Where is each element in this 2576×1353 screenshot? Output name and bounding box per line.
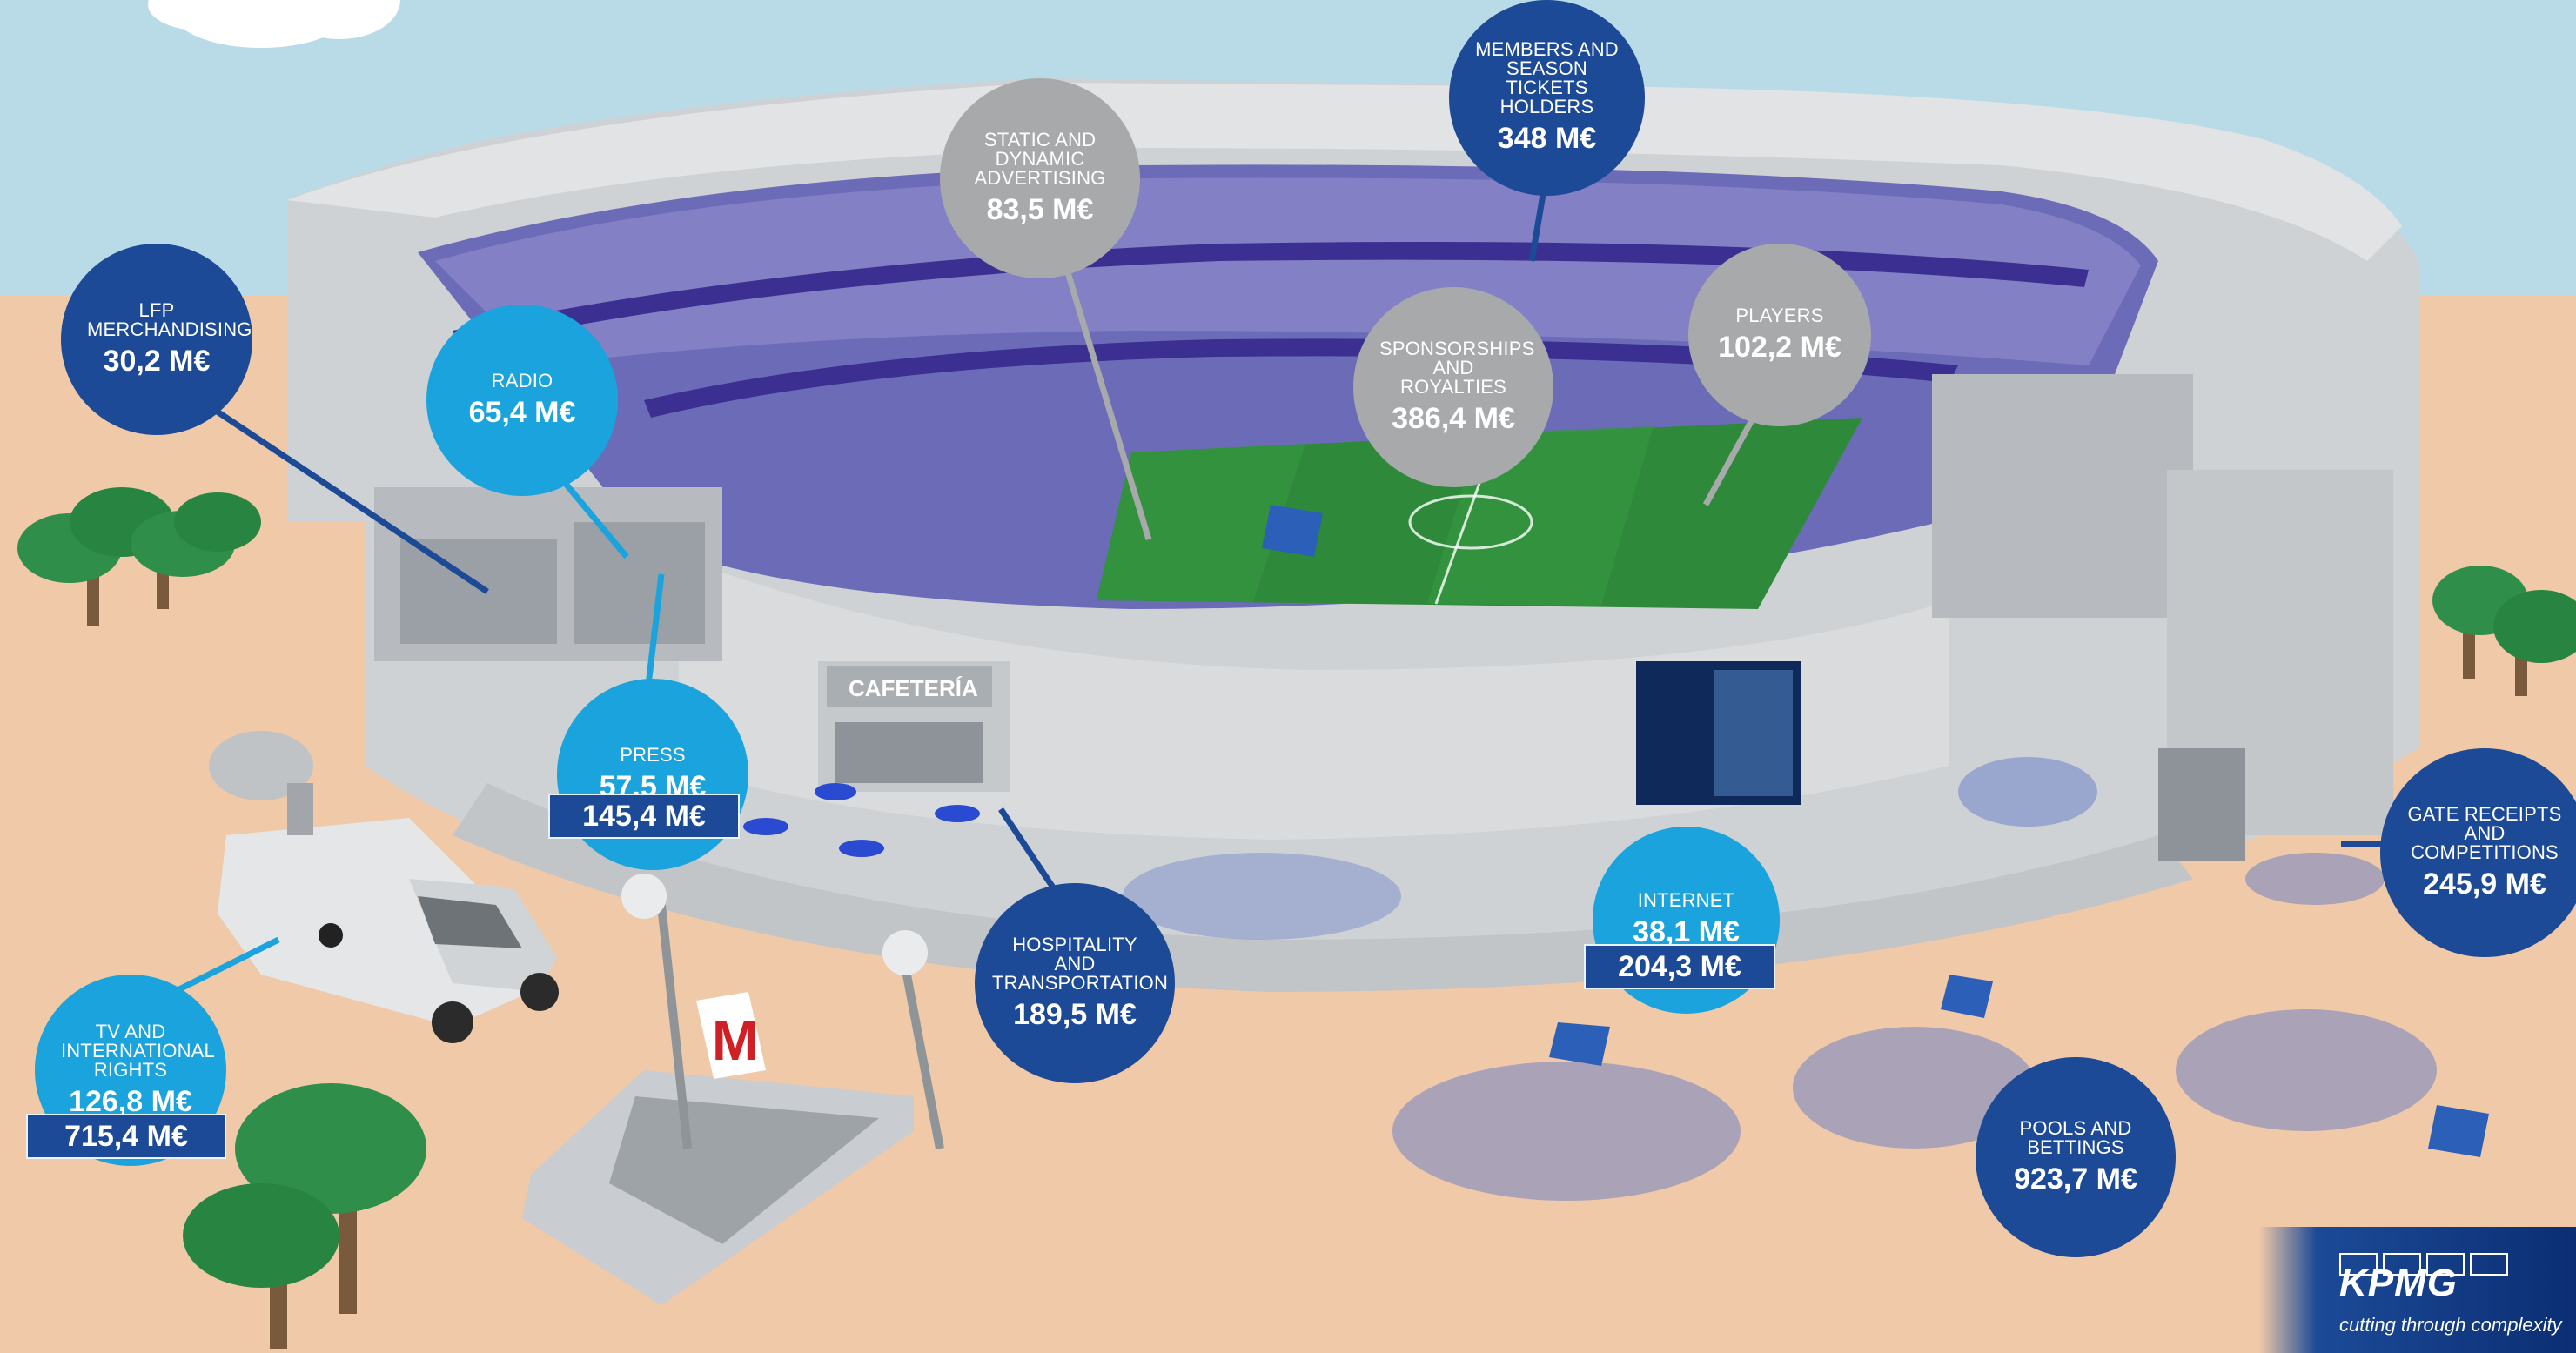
gate-receipts-label: GATE RECEIPTS AND COMPETITIONS	[2407, 802, 2562, 863]
pools-value: 923,7 M€	[2014, 1162, 2137, 1196]
hospitality-value: 189,5 M€	[1013, 997, 1137, 1031]
kpmg-logo-boxes-icon	[2339, 1253, 2508, 1276]
press-label: PRESS	[620, 743, 686, 766]
radio-value: 65,4 M€	[468, 395, 576, 429]
static-advertising-bubble: STATIC AND DYNAMIC ADVERTISING 83,5 M€	[940, 78, 1140, 278]
lfp-merchandising-label: LFP MERCHANDISING	[87, 298, 252, 340]
hospitality-label: HOSPITALITY AND TRANSPORTATION	[992, 933, 1169, 994]
sponsorships-value: 386,4 M€	[1392, 401, 1515, 435]
tree-group-right-icon	[2432, 566, 2576, 696]
players-value: 102,2 M€	[1718, 330, 1841, 364]
static-advertising-label: STATIC AND DYNAMIC ADVERTISING	[974, 128, 1106, 189]
tree-group-left-icon	[17, 487, 261, 626]
kpmg-logo: KPMG cutting through complexity	[2259, 1227, 2576, 1353]
advertising-ring-upper	[453, 242, 2089, 348]
tv-rights-label: TV AND INTERNATIONAL RIGHTS	[61, 1020, 215, 1081]
press-total-tag: 145,4 M€	[548, 794, 740, 839]
kpmg-logo-text: KPMG	[2339, 1262, 2458, 1304]
internet-label: INTERNET	[1637, 889, 1735, 911]
pools-bubble: POOLS AND BETTINGS 923,7 M€	[1976, 1057, 2176, 1257]
cloud-icon	[148, 0, 400, 48]
lfp-merchandising-bubble: LFP MERCHANDISING 30,2 M€	[61, 244, 252, 435]
kpmg-tagline: cutting through complexity	[2339, 1314, 2562, 1336]
pitch-stripes	[1097, 444, 1305, 602]
sponsorships-label: SPONSORSHIPS AND ROYALTIES	[1379, 337, 1535, 398]
metro-sign: M	[712, 1009, 758, 1072]
fans-crowd-icon	[1123, 757, 2437, 1201]
internet-value: 38,1 M€	[1633, 915, 1740, 948]
cafeteria-tables-icon	[743, 783, 980, 857]
radio-bubble: RADIO 65,4 M€	[426, 305, 618, 496]
internet-total-tag: 204,3 M€	[1584, 944, 1775, 989]
gate-receipts-value: 245,9 M€	[2423, 867, 2546, 901]
members-value: 348 M€	[1497, 122, 1597, 155]
pools-label: POOLS AND BETTINGS	[2019, 1116, 2132, 1158]
right-stand-section	[1932, 374, 2193, 618]
flags-icon	[1262, 505, 2489, 1157]
tv-rights-value: 126,8 M€	[69, 1084, 192, 1118]
radio-label: RADIO	[491, 369, 553, 392]
members-bubble: MEMBERS AND SEASON TICKETS HOLDERS 348 M…	[1449, 0, 1645, 196]
tv-broadcast-van-icon	[209, 731, 559, 1043]
players-label: PLAYERS	[1735, 304, 1824, 326]
stadium-top-rim	[287, 83, 2402, 261]
tv-rights-total-tag: 715,4 M€	[26, 1114, 226, 1159]
advertising-ring-lower	[644, 338, 1958, 418]
tree-group-bottom-left-icon	[183, 1083, 426, 1349]
hospitality-bubble: HOSPITALITY AND TRANSPORTATION 189,5 M€	[975, 883, 1175, 1083]
sponsorships-bubble: SPONSORSHIPS AND ROYALTIES 386,4 M€	[1353, 287, 1553, 487]
lfp-merchandising-value: 30,2 M€	[103, 344, 211, 378]
members-label: MEMBERS AND SEASON TICKETS HOLDERS	[1475, 38, 1619, 117]
cafeteria-sign: CAFETERÍA	[849, 675, 978, 701]
players-bubble: PLAYERS 102,2 M€	[1688, 244, 1871, 426]
gate-receipts-bubble: GATE RECEIPTS AND COMPETITIONS 245,9 M€	[2380, 748, 2576, 957]
press-bubble: PRESS 57,5 M€	[557, 679, 748, 870]
static-advertising-value: 83,5 M€	[986, 192, 1094, 226]
metro-entrance-icon: M	[522, 874, 944, 1305]
